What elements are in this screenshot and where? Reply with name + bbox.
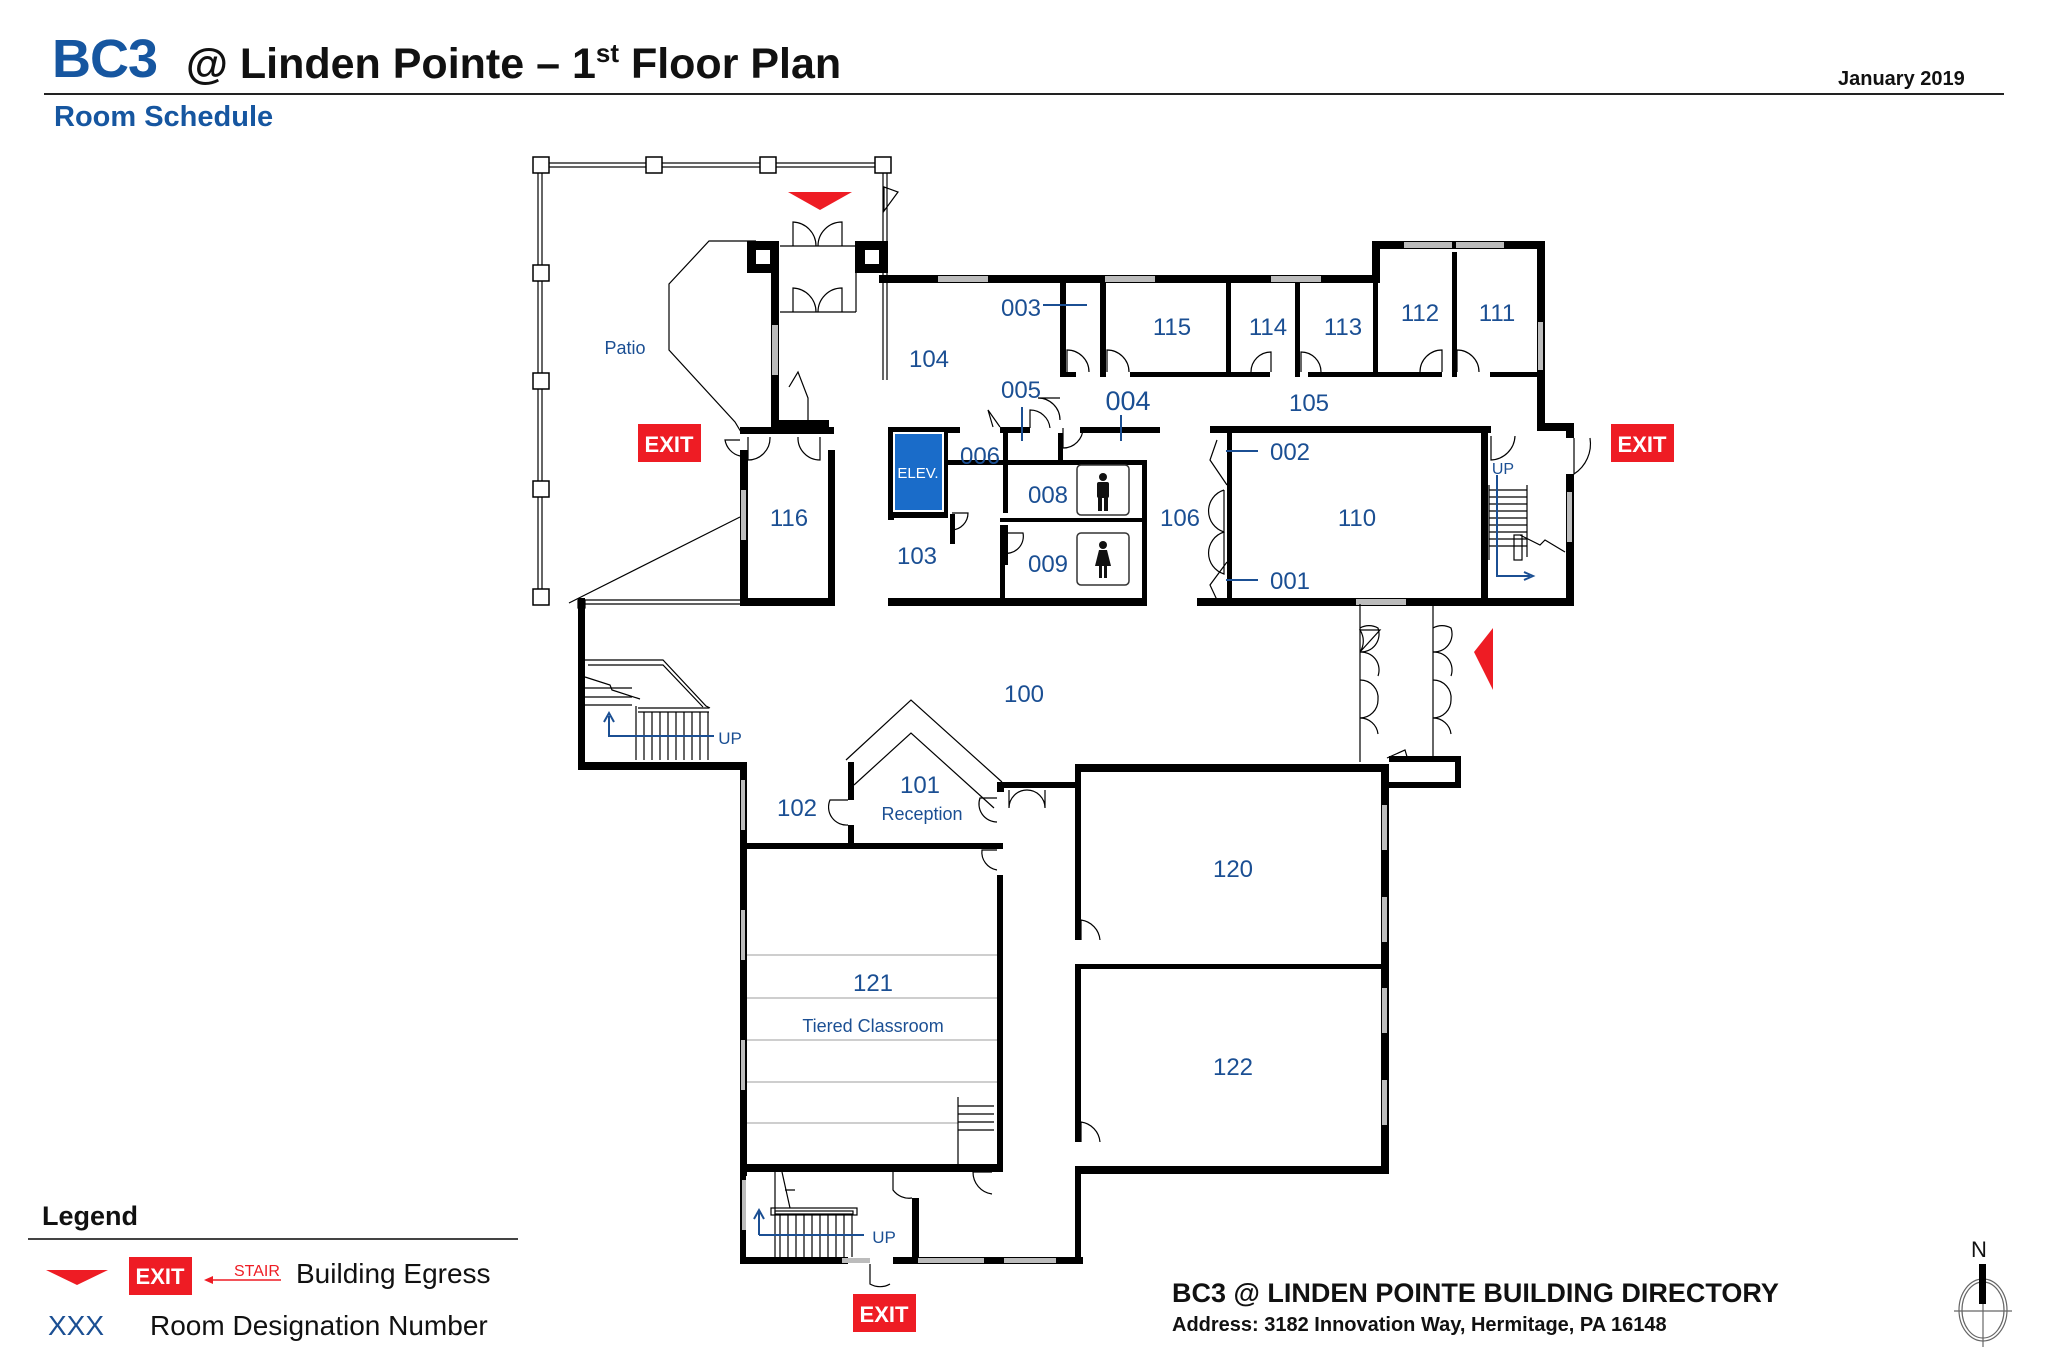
reception-desk-outline bbox=[845, 699, 1003, 809]
label-009: 009 bbox=[1028, 551, 1068, 578]
legend-stair-label: STAIR bbox=[234, 1263, 280, 1280]
stair-up-arrow-left bbox=[603, 710, 714, 737]
egress-arrow-main-icon bbox=[1474, 628, 1493, 690]
title-prefix: @ Linden Pointe – 1 bbox=[186, 40, 596, 88]
label-003: 003 bbox=[1001, 295, 1041, 322]
room-leader-lines bbox=[1021, 304, 1258, 581]
legend-egress-text: Building Egress bbox=[296, 1258, 491, 1289]
svg-text:EXIT: EXIT bbox=[136, 1264, 185, 1289]
elevator bbox=[893, 432, 944, 512]
label-reception: Reception bbox=[881, 804, 962, 824]
exit-sign-east: EXIT bbox=[1611, 424, 1674, 462]
brand-title: BC3 bbox=[52, 29, 158, 89]
legend-title: Legend bbox=[42, 1201, 139, 1231]
label-103: 103 bbox=[897, 543, 937, 570]
page-title: @ Linden Pointe – 1st Floor Plan bbox=[186, 40, 841, 89]
stair-up-label-right: UP bbox=[1492, 461, 1514, 478]
label-104: 104 bbox=[909, 346, 949, 373]
label-tiered-classroom: Tiered Classroom bbox=[802, 1016, 943, 1036]
label-112: 112 bbox=[1401, 300, 1439, 327]
label-116: 116 bbox=[770, 505, 808, 532]
tier-lines bbox=[747, 954, 997, 1124]
exit-sign-south: EXIT bbox=[853, 1294, 916, 1332]
stair-up-label-bottom: UP bbox=[872, 1228, 896, 1247]
directory-address: Address: 3182 Innovation Way, Hermitage,… bbox=[1172, 1314, 1667, 1336]
room-labels: Patio 104 003 115 114 113 112 111 005 00… bbox=[604, 295, 1515, 1081]
directory-title: BC3 @ LINDEN POINTE BUILDING DIRECTORY bbox=[1172, 1278, 1779, 1308]
stair-up-arrow-bottom bbox=[753, 1207, 864, 1236]
stair-bottom bbox=[770, 1171, 858, 1257]
svg-text:EXIT: EXIT bbox=[860, 1302, 909, 1327]
legend-exit-sign: EXIT bbox=[129, 1257, 192, 1295]
label-115: 115 bbox=[1153, 314, 1191, 341]
vestibule-doors-top bbox=[780, 221, 857, 313]
label-004: 004 bbox=[1105, 386, 1150, 416]
label-111: 111 bbox=[1479, 300, 1515, 327]
label-006: 006 bbox=[960, 443, 1000, 470]
elevator-label: ELEV. bbox=[897, 465, 938, 482]
north-arrow-icon bbox=[1954, 1264, 2012, 1347]
label-106: 106 bbox=[1160, 505, 1200, 532]
label-120: 120 bbox=[1213, 856, 1253, 883]
label-122: 122 bbox=[1213, 1054, 1253, 1081]
doors bbox=[724, 349, 1592, 1288]
legend-divider bbox=[28, 1238, 518, 1240]
legend-stair-arrow-icon bbox=[204, 1276, 281, 1284]
label-008: 008 bbox=[1028, 482, 1068, 509]
man-icon bbox=[1097, 473, 1109, 511]
stair-right bbox=[1488, 485, 1566, 561]
label-001: 001 bbox=[1270, 568, 1310, 595]
north-label: N bbox=[1971, 1237, 1987, 1262]
label-102: 102 bbox=[777, 795, 817, 822]
title-divider bbox=[44, 93, 2004, 95]
egress-arrow-top-icon bbox=[788, 192, 852, 210]
stair-up-arrow-right bbox=[1496, 475, 1536, 581]
title-ordinal: st bbox=[595, 38, 619, 68]
stair-up-label-left: UP bbox=[718, 729, 742, 748]
label-114: 114 bbox=[1249, 314, 1287, 341]
legend-room-number-text: Room Designation Number bbox=[150, 1310, 488, 1341]
label-105: 105 bbox=[1289, 390, 1329, 417]
walls bbox=[578, 241, 1574, 1264]
svg-text:EXIT: EXIT bbox=[1618, 432, 1667, 457]
patio-rail bbox=[532, 156, 899, 606]
exit-sign-west: EXIT bbox=[638, 424, 701, 462]
woman-icon bbox=[1095, 541, 1111, 578]
label-005: 005 bbox=[1001, 377, 1041, 404]
label-002: 002 bbox=[1270, 439, 1310, 466]
label-100: 100 bbox=[1004, 681, 1044, 708]
label-113: 113 bbox=[1324, 314, 1362, 341]
stair-left bbox=[583, 659, 711, 760]
room-110-doors bbox=[1208, 439, 1228, 601]
plan-date: January 2019 bbox=[1838, 68, 1965, 90]
svg-text:EXIT: EXIT bbox=[645, 432, 694, 457]
legend-egress-arrow-icon bbox=[46, 1270, 108, 1285]
label-patio: Patio bbox=[604, 338, 645, 358]
classroom-steps bbox=[957, 1097, 994, 1164]
legend-room-number-sample: XXX bbox=[48, 1310, 105, 1341]
label-121: 121 bbox=[853, 970, 893, 997]
main-entrance-doors bbox=[1358, 624, 1453, 761]
page-subtitle: Room Schedule bbox=[54, 101, 274, 133]
windows bbox=[741, 242, 1572, 1263]
title-suffix: Floor Plan bbox=[619, 40, 842, 88]
label-110: 110 bbox=[1338, 505, 1376, 532]
label-101: 101 bbox=[900, 772, 940, 799]
